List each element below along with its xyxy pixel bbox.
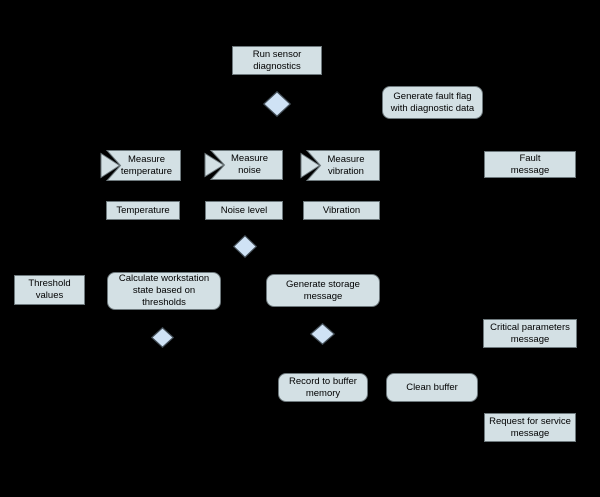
signal-chevron-icon (100, 150, 181, 181)
decision-diamond-icon (233, 235, 257, 258)
decision-diamond-icon (263, 91, 291, 117)
vibration-label: Vibration (322, 204, 361, 216)
decision-after-measures-decision-shape (233, 235, 257, 258)
noise-level-label: Noise level (220, 204, 268, 216)
noise-level-shape: Noise level (205, 201, 283, 220)
vibration-shape: Vibration (303, 201, 380, 220)
temperature-shape: Temperature (106, 201, 180, 220)
temperature-label: Temperature (116, 204, 170, 216)
decision-after-calculate-decision-shape (151, 327, 174, 348)
decision-after-diagnostics-decision-shape (263, 91, 291, 117)
signal-chevron-icon (300, 150, 380, 181)
signal-chevron-icon (204, 150, 283, 180)
decision-diamond-icon (310, 323, 335, 345)
decision-diamond-icon (151, 327, 174, 348)
decision-after-storage-decision-shape (310, 323, 335, 345)
clean-buffer-label: Clean buffer (406, 381, 458, 393)
clean-buffer-shape: Clean buffer (386, 373, 478, 402)
